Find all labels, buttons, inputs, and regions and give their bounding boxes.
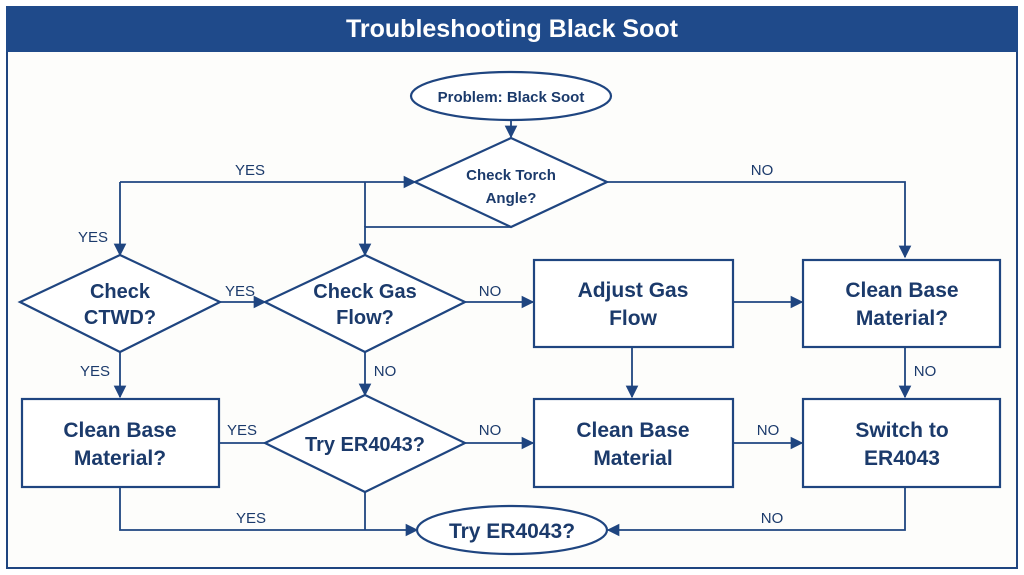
edge-clean-left-bottom	[119, 487, 419, 537]
node-clean-base-material-mid: Clean Base Material	[532, 397, 735, 489]
node-clean-base-material-left: Clean Base Material?	[20, 397, 221, 489]
node-problem: Problem: Black Soot	[409, 70, 613, 122]
edge-label-bottom-yes: YES	[236, 510, 266, 527]
svg-text:Switch to: Switch to	[855, 419, 948, 442]
svg-text:Flow?: Flow?	[336, 307, 394, 329]
edge-torch-no	[607, 181, 912, 259]
svg-text:Material: Material	[593, 447, 672, 470]
svg-text:Clean Base: Clean Base	[576, 419, 689, 442]
svg-text:Check Torch: Check Torch	[466, 167, 556, 184]
svg-text:Try ER4043?: Try ER4043?	[305, 434, 425, 456]
svg-text:Angle?: Angle?	[486, 190, 537, 207]
edge-switch-bottom	[606, 487, 906, 537]
node-try-er4043-mid: Try ER4043?	[262, 393, 468, 494]
edge-label-clean-left-yes: YES	[227, 422, 257, 439]
edge-label-bottom-no: NO	[761, 510, 784, 527]
svg-text:Try ER4043?: Try ER4043?	[449, 520, 575, 543]
svg-text:Clean Base: Clean Base	[845, 279, 958, 302]
svg-text:Adjust Gas: Adjust Gas	[578, 279, 689, 302]
svg-text:Clean Base: Clean Base	[63, 419, 176, 442]
edge-label-try-mid-no: NO	[479, 422, 502, 439]
edge-label-gas-no-right: NO	[479, 283, 502, 300]
edge-torch-down	[358, 226, 511, 257]
edge-label-torch-yes: YES	[235, 162, 265, 179]
svg-text:Check Gas: Check Gas	[313, 281, 416, 303]
edge-labels: YES NO YES YES YES NO NO NO YES NO NO YE…	[78, 162, 936, 527]
svg-text:CTWD?: CTWD?	[84, 307, 156, 329]
node-clean-base-material-top: Clean Base Material?	[801, 258, 1002, 349]
edge-label-clean-top-no: NO	[914, 363, 937, 380]
edge-label-clean-mid-no: NO	[757, 422, 780, 439]
svg-text:Material?: Material?	[74, 447, 166, 470]
node-try-er4043-bottom: Try ER4043?	[415, 504, 609, 556]
node-check-ctwd: Check CTWD?	[17, 253, 223, 354]
node-adjust-gas-flow: Adjust Gas Flow	[532, 258, 735, 349]
node-check-torch-angle: Check Torch Angle?	[412, 136, 610, 229]
svg-text:Check: Check	[90, 281, 151, 303]
edge-label-gas-no-down: NO	[374, 363, 397, 380]
node-check-gas-flow: Check Gas Flow?	[262, 253, 468, 354]
edge-label-torch-no: NO	[751, 162, 774, 179]
edge-label-ctwd-down-yes: YES	[80, 363, 110, 380]
edge-label-to-ctwd-yes: YES	[78, 229, 108, 246]
svg-text:ER4043: ER4043	[864, 447, 940, 470]
diagram-title: Troubleshooting Black Soot	[6, 6, 1018, 52]
node-problem-label: Problem: Black Soot	[438, 89, 585, 106]
edge-label-ctwd-gas-yes: YES	[225, 283, 255, 300]
connectors	[113, 120, 912, 537]
svg-text:Flow: Flow	[609, 307, 657, 330]
svg-text:Material?: Material?	[856, 307, 948, 330]
node-switch-to-er4043: Switch to ER4043	[801, 397, 1002, 489]
